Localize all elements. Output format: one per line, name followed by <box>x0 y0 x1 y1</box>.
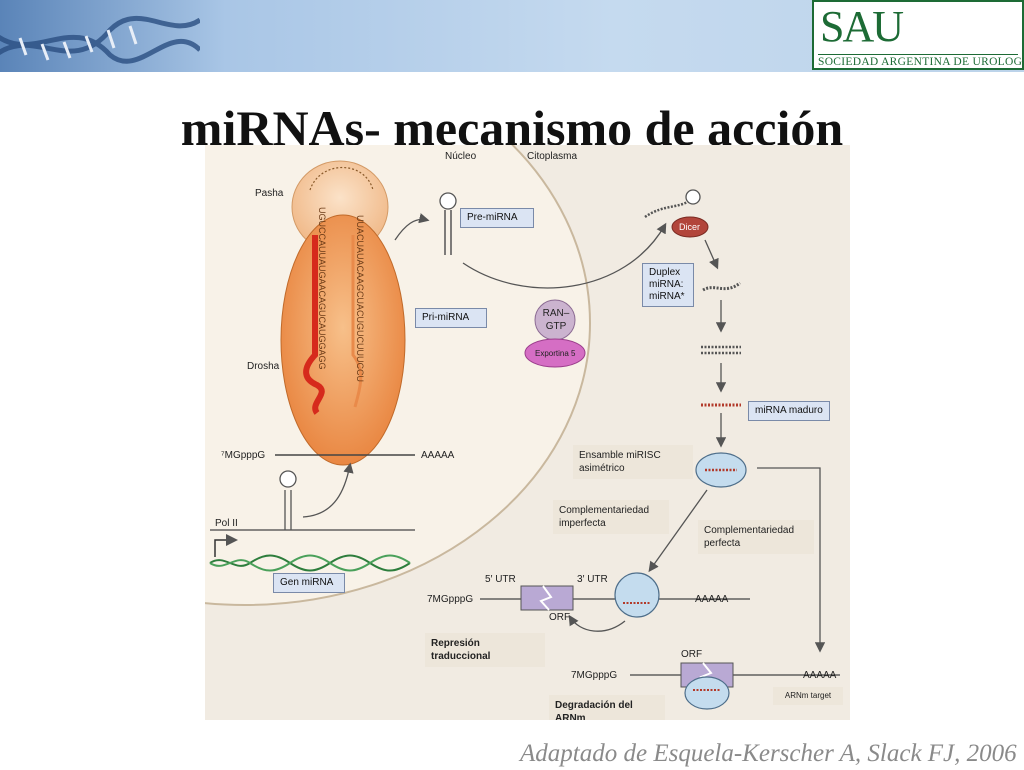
dna-helix-graphic <box>0 16 200 64</box>
label-cap-pri: ⁷MGpppG <box>221 450 266 461</box>
logo-name: SOCIEDAD ARGENTINA DE UROLOGIA <box>818 54 1024 68</box>
panel-imperfect: Complementariedad imperfecta <box>553 500 669 534</box>
diagram-canvas <box>205 145 850 720</box>
label-polya-pri: AAAAA <box>421 450 455 461</box>
pri-mirna-hairpin <box>303 235 325 415</box>
label-utr5: 5′ UTR <box>485 574 516 585</box>
box-pre-mirna: Pre-miRNA <box>460 208 534 228</box>
label-dicer: Dicer <box>679 222 701 232</box>
risc-on-mrna-1 <box>614 572 660 618</box>
risc-on-mrna-2 <box>684 676 730 710</box>
sau-logo: SAU SOCIEDAD ARGENTINA DE UROLOGIA <box>812 0 1024 70</box>
label-utr3: 3′ UTR <box>577 574 608 585</box>
pri-sequence-left: UGUCCAUUAUGAACAGUCAUGGAGG <box>317 207 327 370</box>
citation: Adaptado de Esquela-Kerscher A, Slack FJ… <box>520 740 1017 767</box>
panel-degradation: Degradación del ARNm <box>549 695 665 720</box>
panel-repression: Represión traduccional <box>425 633 545 667</box>
label-cap-2: 7MGpppG <box>571 670 618 681</box>
label-orf-1: ORF <box>549 612 571 623</box>
label-ran-gtp: RAN–GTP <box>542 308 570 332</box>
gene-dna <box>209 554 411 572</box>
panel-target: ARNm target <box>773 687 843 705</box>
label-cytoplasm: Citoplasma <box>527 151 578 162</box>
label-exportin: Exportina 5 <box>535 349 576 358</box>
label-cap-1: 7MGpppG <box>427 594 474 605</box>
label-pasha: Pasha <box>255 188 284 199</box>
box-mature: miRNA maduro <box>748 401 830 421</box>
box-pri-mirna: Pri-miRNA <box>415 308 487 328</box>
label-orf-2: ORF <box>681 649 703 660</box>
label-drosha: Drosha <box>247 361 280 372</box>
box-gen-mirna: Gen miRNA <box>273 573 345 593</box>
label-pol2: Pol II <box>215 518 238 529</box>
label-polya-1: AAAAA <box>695 594 729 605</box>
drosha-protein <box>280 214 406 466</box>
box-duplex: Duplex miRNA: miRNA* <box>642 263 694 307</box>
label-nucleus: Núcleo <box>445 151 477 162</box>
exportin-protein <box>524 338 586 368</box>
header-banner: SAU SOCIEDAD ARGENTINA DE UROLOGIA <box>0 0 1024 72</box>
pri-sequence-right: UUACUAUACAAGCUACUGUCUUUCCU <box>355 215 365 383</box>
mirna-diagram: Núcleo Citoplasma Pasha Drosha ⁷MGpppG A… <box>205 145 850 720</box>
dicer-protein <box>671 216 709 238</box>
panel-perfect: Complementariedad perfecta <box>698 520 814 554</box>
panel-risc: Ensamble miRISC asimétrico <box>573 445 693 479</box>
logo-mark: SAU <box>820 2 904 51</box>
label-polya-2: AAAAA <box>803 670 837 681</box>
